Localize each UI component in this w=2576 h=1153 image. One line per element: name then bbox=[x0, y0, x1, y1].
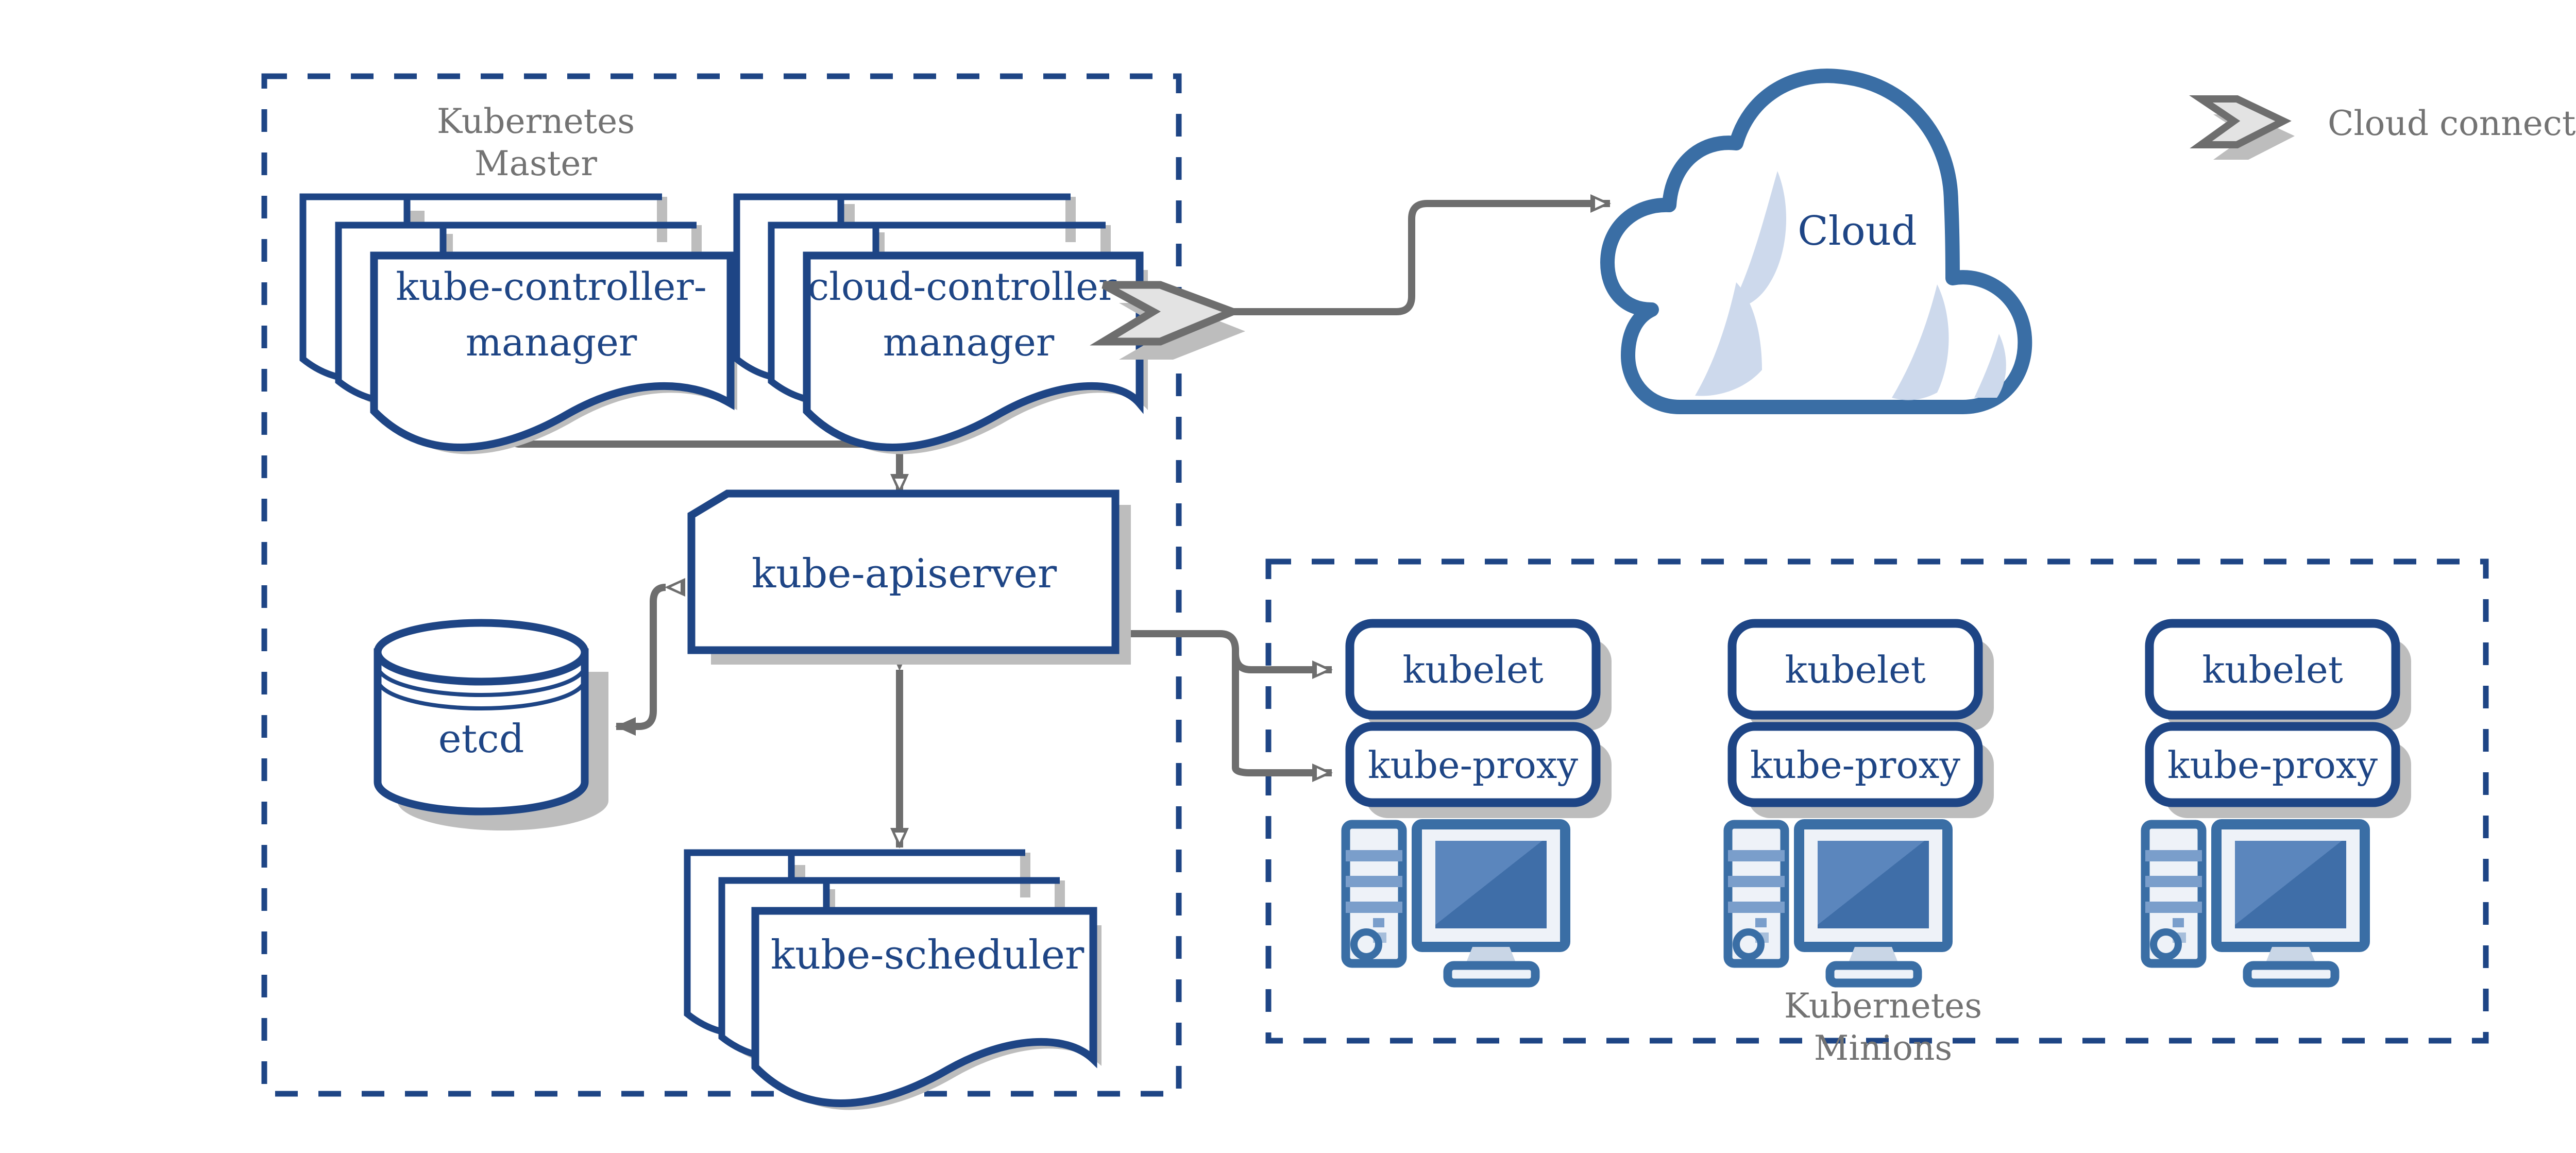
cloud-label: Cloud bbox=[1798, 208, 1917, 255]
legend-label: Cloud connector bbox=[2328, 104, 2576, 143]
cloud-accent-2 bbox=[1695, 282, 1762, 396]
kube-proxy-3-box[interactable] bbox=[2145, 722, 2400, 807]
minions-label-line1: Kubernetes bbox=[1784, 986, 1982, 1026]
tower-slot-1c bbox=[1346, 902, 1402, 913]
minions-label-line2: Minions bbox=[1814, 1028, 1952, 1068]
tower-led-2a bbox=[1755, 918, 1767, 927]
kube-proxy-3-label: kube-proxy bbox=[2167, 743, 2378, 787]
tower-slot-1b bbox=[1346, 876, 1402, 887]
apiserver-box bbox=[687, 489, 1120, 654]
connector-apiserver-to-kubelet bbox=[1101, 624, 1333, 679]
cloud-controller-manager-label-line1: cloud-controller- bbox=[808, 265, 1130, 309]
cloud-connector-chevron bbox=[1090, 281, 1243, 346]
doc-sheet-front bbox=[370, 251, 735, 451]
monitor-base-3 bbox=[2243, 961, 2340, 988]
tower-slot-3b bbox=[2145, 876, 2202, 887]
minion-node-1[interactable]: kubelet kube-proxy bbox=[1341, 619, 1612, 988]
kubelet-3-box[interactable] bbox=[2145, 619, 2400, 720]
desktop-computer-icon-3 bbox=[2141, 819, 2370, 988]
kubelet-3-label: kubelet bbox=[2202, 648, 2343, 691]
node-etcd[interactable]: etcd bbox=[374, 619, 608, 830]
minion-node-2[interactable]: kubelet kube-proxy bbox=[1723, 619, 1994, 988]
monitor-base-2 bbox=[1825, 961, 1922, 988]
kube-proxy-2-label: kube-proxy bbox=[1750, 743, 1960, 787]
kube-controller-manager-label-line2: manager bbox=[466, 320, 637, 365]
minion-node-3[interactable]: kubelet kube-proxy bbox=[2141, 619, 2411, 988]
tower-slot-1a bbox=[1346, 850, 1402, 861]
kubelet-1-box[interactable] bbox=[1345, 619, 1601, 720]
kube-controller-manager-label-line1: kube-controller- bbox=[396, 265, 707, 309]
ccm-doc-sheet-front bbox=[803, 251, 1144, 451]
etcd-label: etcd bbox=[438, 716, 524, 761]
connector-apiserver-to-kube-proxy bbox=[1232, 653, 1333, 782]
cloud-controller-manager-label-line2: manager bbox=[883, 320, 1055, 365]
minions-dashed-border bbox=[1265, 558, 2489, 1044]
master-label-line1: Kubernetes bbox=[437, 101, 635, 141]
node-kube-scheduler[interactable]: kube-scheduler bbox=[684, 849, 1101, 1110]
cloud-accent-4 bbox=[1974, 334, 2006, 398]
desktop-computer-icon-1 bbox=[1341, 819, 1570, 988]
kubelet-1-label: kubelet bbox=[1402, 648, 1543, 691]
kube-apiserver-label: kube-apiserver bbox=[752, 551, 1057, 597]
monitor-screen-3 bbox=[2235, 841, 2346, 928]
tower-slot-2b bbox=[1728, 876, 1785, 887]
kube-proxy-1-box[interactable] bbox=[1345, 722, 1601, 807]
group-kubernetes-master: Kubernetes Master bbox=[261, 73, 1182, 1097]
sched-doc-sheet-front bbox=[751, 907, 1097, 1107]
tower-slot-3c bbox=[2145, 902, 2202, 913]
master-dashed-border bbox=[261, 73, 1182, 1097]
tower-power-button-1 bbox=[1350, 928, 1382, 960]
kubelet-2-label: kubelet bbox=[1785, 648, 1925, 691]
cloud-accent-3 bbox=[1892, 284, 1949, 400]
tower-power-button-3 bbox=[2150, 928, 2182, 960]
cloud-outline bbox=[1600, 69, 2032, 414]
legend-cloud-connector: Cloud connector bbox=[2189, 95, 2576, 160]
monitor-base-1 bbox=[1443, 961, 1540, 988]
monitor-screen-1 bbox=[1435, 841, 1547, 928]
kube-scheduler-label: kube-scheduler bbox=[771, 932, 1084, 978]
tower-led-1a bbox=[1373, 918, 1384, 927]
connector-cloud-controller-to-cloud bbox=[1231, 194, 1611, 315]
kubelet-2-box[interactable] bbox=[1727, 619, 1983, 720]
monitor-screen-2 bbox=[1818, 841, 1929, 928]
cloud-connector-icon-ccm[interactable] bbox=[1090, 281, 1245, 360]
cloud-connector-legend-icon bbox=[2189, 95, 2292, 148]
kube-proxy-2-box[interactable] bbox=[1727, 722, 1983, 807]
group-kubernetes-minions: Kubernetes Minions bbox=[1265, 558, 2489, 1068]
tower-power-button-2 bbox=[1733, 928, 1765, 960]
etcd-cylinder-top bbox=[374, 619, 589, 686]
connector-apiserver-to-etcd bbox=[615, 578, 686, 736]
tower-slot-2c bbox=[1728, 902, 1785, 913]
tower-slot-3a bbox=[2145, 850, 2202, 861]
cloud-accent-1 bbox=[1731, 171, 1787, 309]
kube-proxy-1-label: kube-proxy bbox=[1368, 743, 1578, 787]
node-kube-apiserver[interactable]: kube-apiserver bbox=[687, 489, 1131, 665]
etcd-ring-1 bbox=[376, 665, 587, 697]
node-cloud[interactable]: Cloud bbox=[1600, 69, 2032, 414]
etcd-ring-2 bbox=[376, 679, 587, 710]
master-label-line2: Master bbox=[474, 144, 597, 183]
tower-led-3a bbox=[2173, 918, 2184, 927]
desktop-computer-icon-2 bbox=[1723, 819, 1953, 988]
node-cloud-controller-manager[interactable]: cloud-controller- manager bbox=[733, 193, 1148, 454]
tower-slot-2a bbox=[1728, 850, 1785, 861]
node-kube-controller-manager[interactable]: kube-controller- manager bbox=[299, 193, 737, 454]
